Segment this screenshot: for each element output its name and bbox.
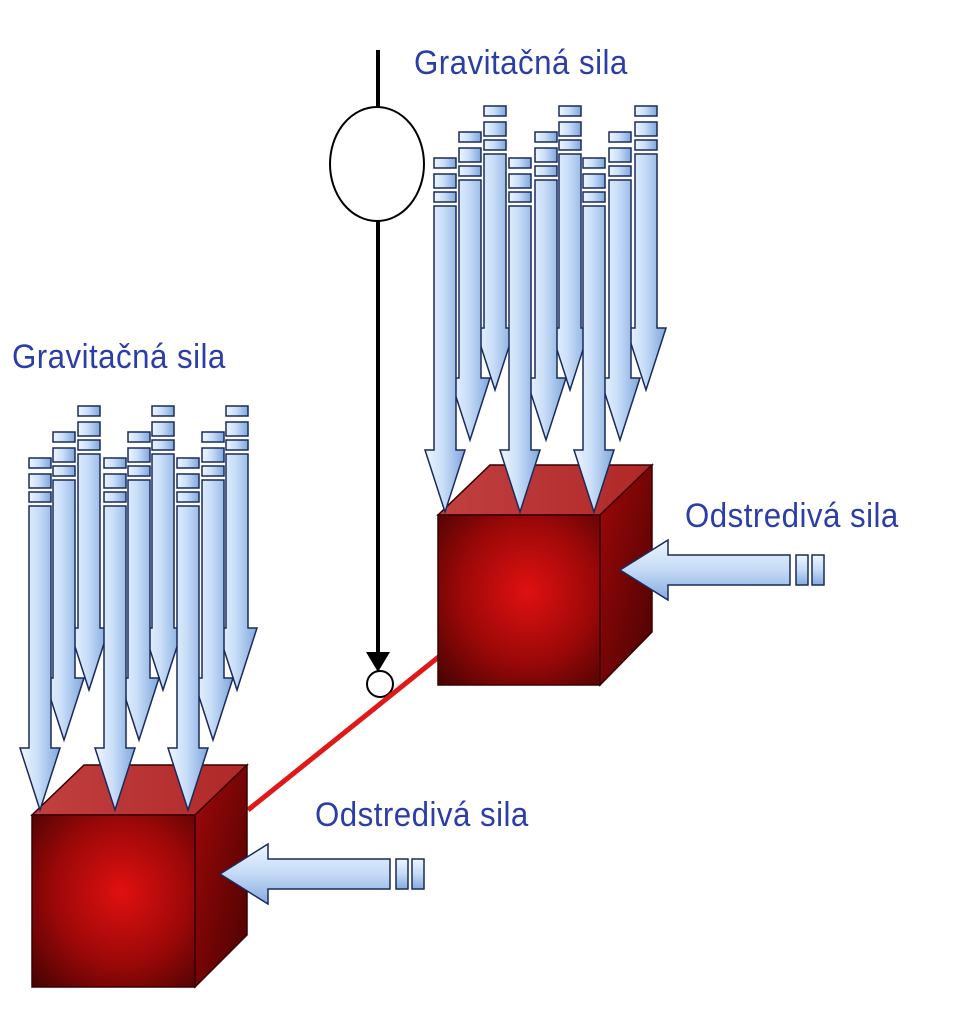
gravity-arrow [598, 131, 642, 443]
gravity-arrow [166, 457, 210, 813]
pendulum-arrowhead [366, 652, 390, 672]
gravity-arrow [191, 431, 235, 743]
gravity-label-left: Gravitačná sila [12, 338, 226, 376]
gravity-arrow [448, 131, 492, 443]
pendulum-bob [366, 670, 394, 698]
gravity-arrow [423, 157, 467, 515]
centrifugal-arrow-left [218, 842, 425, 906]
gravity-arrows-right [423, 105, 668, 515]
gravity-arrow [572, 157, 616, 515]
cube-right-front [437, 514, 601, 686]
cube-left-front [31, 814, 196, 988]
gravity-label-top: Gravitačná sila [414, 44, 628, 82]
gravity-arrow [524, 131, 568, 443]
pendulum-pivot [329, 106, 425, 222]
cube-right [436, 463, 654, 687]
centrifugal-arrow-right [618, 538, 825, 602]
gravity-arrow [18, 457, 62, 813]
gravity-arrow [215, 405, 259, 693]
gravity-arrow [624, 105, 668, 393]
pendulum [329, 50, 425, 698]
centrifugal-label-right: Odstredivá sila [685, 497, 899, 535]
gravity-arrow [141, 405, 185, 693]
gravity-arrow [42, 431, 86, 743]
cube-left [30, 763, 249, 989]
gravity-arrow [67, 405, 111, 693]
centrifugal-label-bottom: Odstredivá sila [315, 796, 529, 834]
gravity-arrows-left [18, 405, 259, 813]
gravity-arrow [498, 157, 542, 515]
gravity-arrow [93, 457, 137, 813]
gravity-arrow [473, 105, 517, 393]
